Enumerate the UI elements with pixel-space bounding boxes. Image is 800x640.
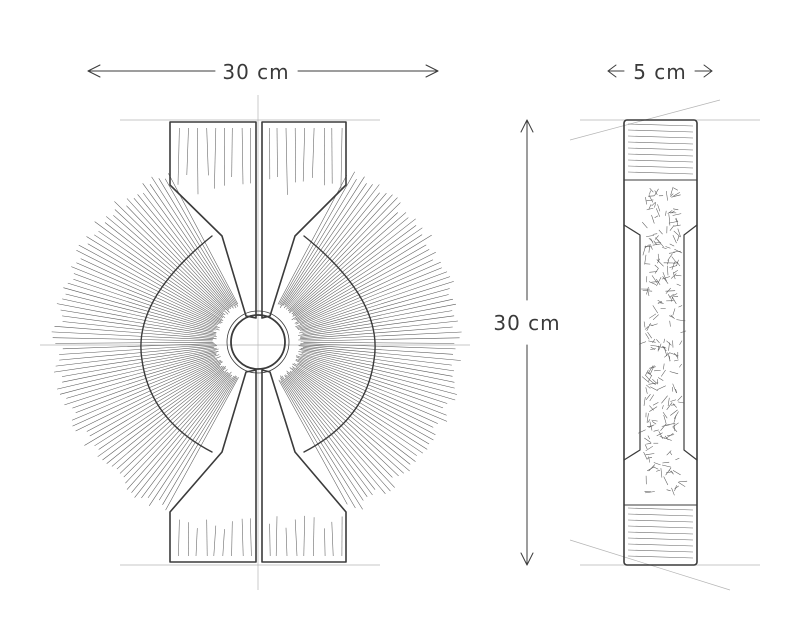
- side-wood-hatching: [627, 123, 694, 559]
- wooden-board-right: [261, 121, 347, 563]
- side-view: [623, 119, 698, 566]
- depth-dimension: 5 cm: [607, 60, 713, 84]
- height-dimension: 30 cm: [493, 119, 560, 566]
- height-label: 30 cm: [493, 311, 560, 335]
- width-label: 30 cm: [222, 60, 289, 84]
- side-bristle-texture: [638, 186, 688, 496]
- center-hole: [230, 314, 286, 370]
- depth-label: 5 cm: [633, 60, 687, 84]
- wooden-board-left: [169, 121, 257, 563]
- front-view: [51, 121, 462, 563]
- wood-grain: [177, 127, 343, 557]
- width-dimension: 30 cm: [87, 60, 439, 84]
